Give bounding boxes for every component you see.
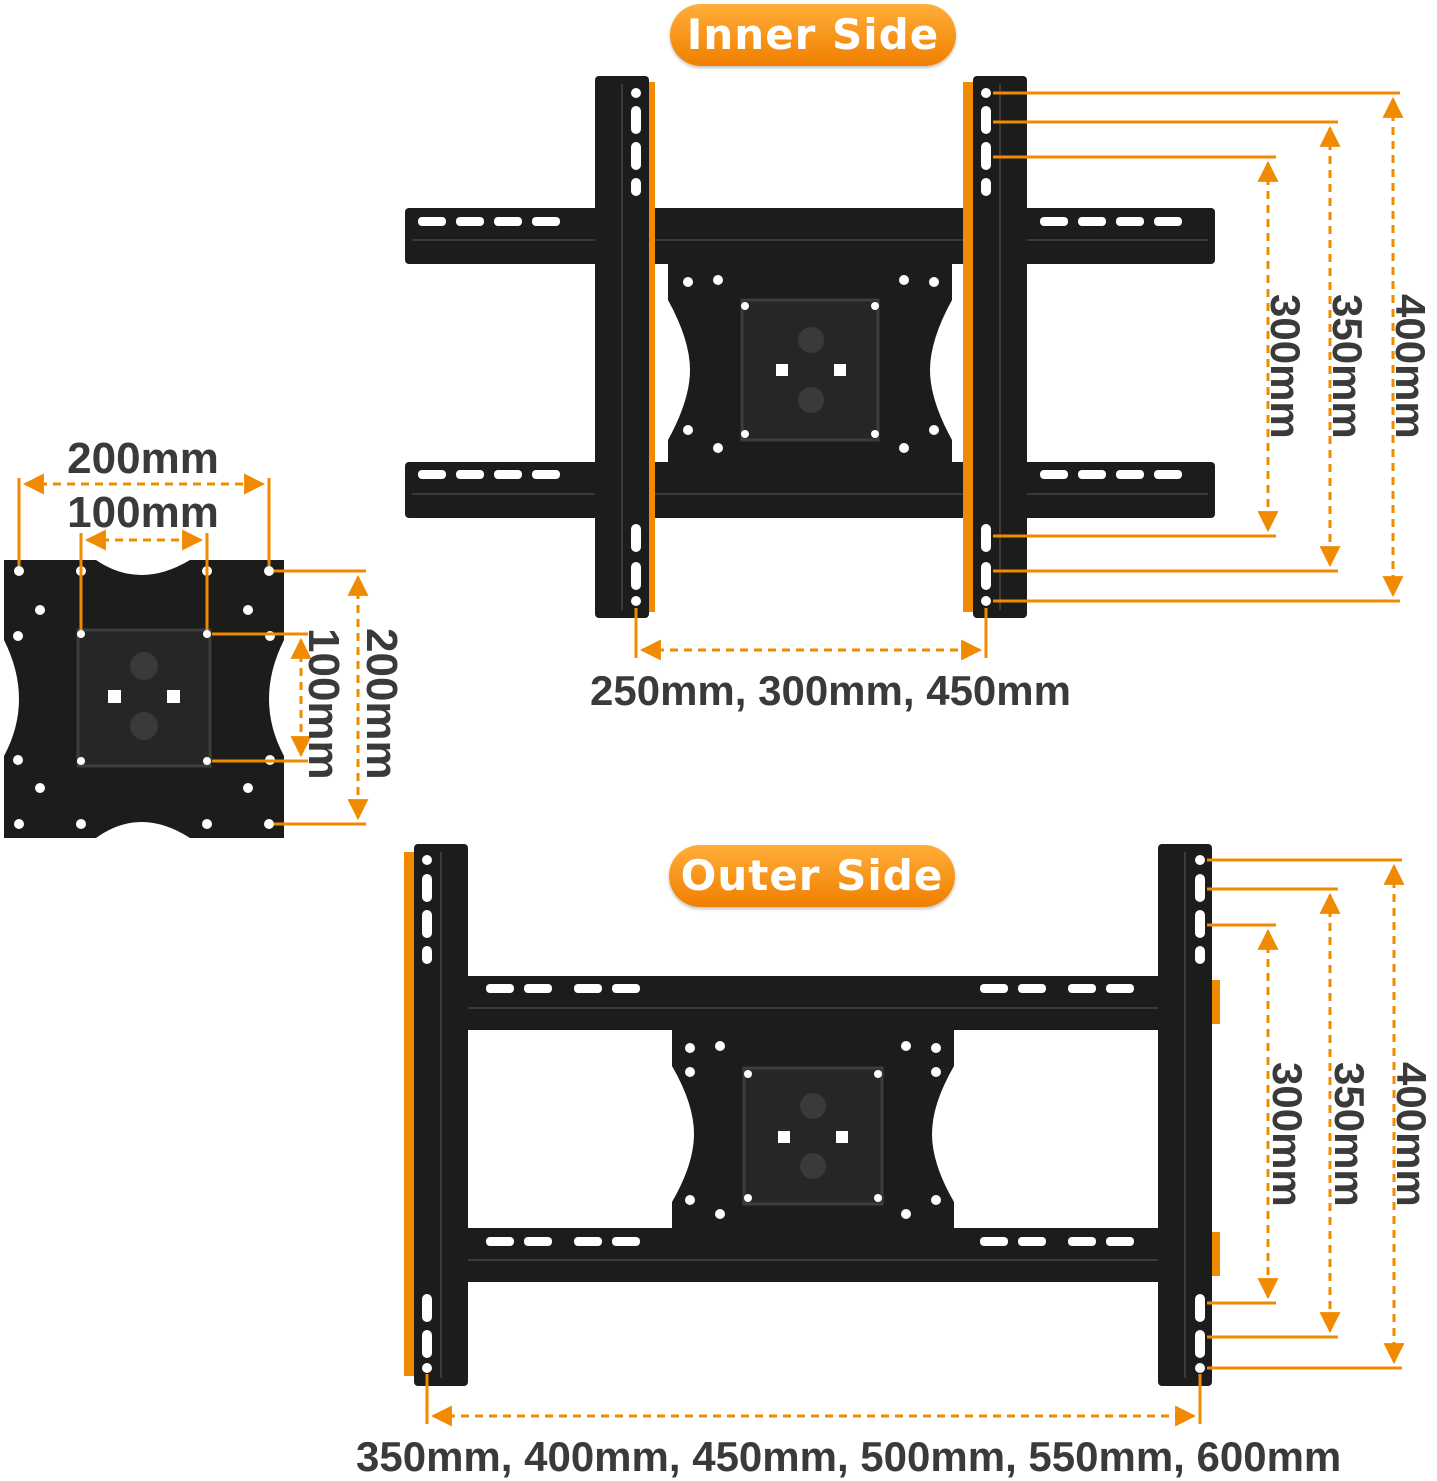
outer-side-bracket <box>404 844 1220 1386</box>
small-plate-height-200-label: 200mm <box>357 628 406 780</box>
small-plate-height-100-label: 100mm <box>299 628 348 780</box>
small-plate-dimensions <box>17 473 369 826</box>
outer-side-title: Outer Side <box>669 845 955 907</box>
inner-side-title: Inner Side <box>670 4 956 66</box>
small-vesa-plate <box>4 560 284 838</box>
outer-side-dimensions <box>425 858 1405 1427</box>
inner-side-dimensions <box>634 91 1404 661</box>
inner-side-bracket <box>405 76 1215 618</box>
small-plate-width-100-label: 100mm <box>67 488 219 537</box>
small-plate-width-200-label: 200mm <box>67 434 219 483</box>
inner-vertical-300-label: 300mm <box>1262 294 1309 439</box>
inner-vertical-400-label: 400mm <box>1387 294 1434 439</box>
outer-horizontal-spacing-label: 350mm, 400mm, 450mm, 500mm, 550mm, 600mm <box>356 1433 1342 1480</box>
outer-vertical-300-label: 300mm <box>1264 1062 1311 1207</box>
inner-horizontal-spacing-label: 250mm, 300mm, 450mm <box>590 667 1071 714</box>
outer-vertical-350-label: 350mm <box>1326 1062 1373 1207</box>
outer-vertical-400-label: 400mm <box>1388 1062 1435 1207</box>
inner-vertical-350-label: 350mm <box>1324 294 1371 439</box>
